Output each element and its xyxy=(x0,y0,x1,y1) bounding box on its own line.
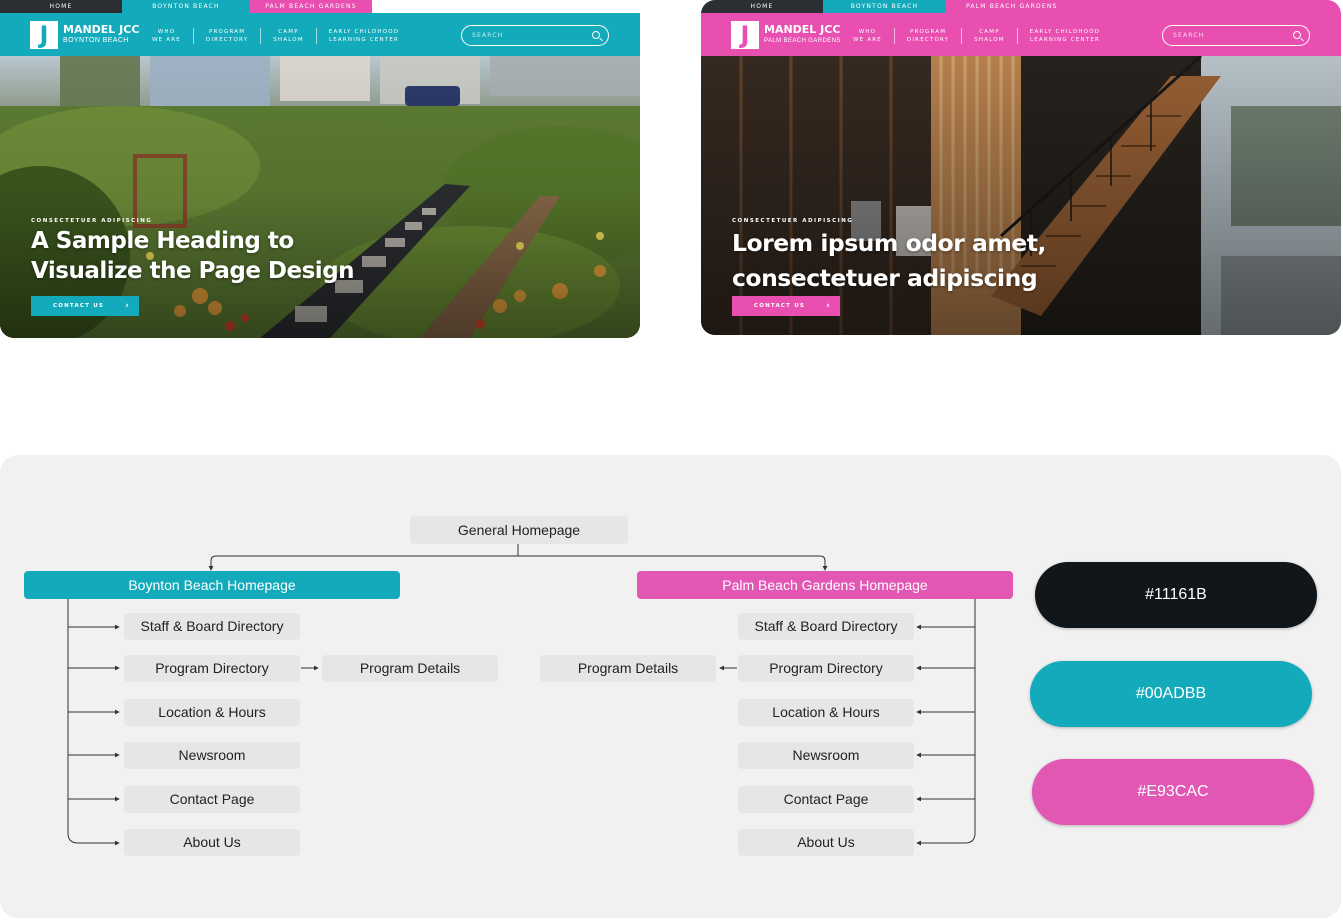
contact-us-button[interactable]: CONTACT US› xyxy=(31,296,139,316)
hero-eyebrow: CONSECTETUER ADIPISCING xyxy=(31,218,153,224)
left-newsroom-node[interactable]: Newsroom xyxy=(124,742,300,769)
palm-homepage-node[interactable]: Palm Beach Gardens Homepage xyxy=(637,571,1013,599)
tab-palm-beach-gardens[interactable]: PALM BEACH GARDENS xyxy=(946,0,1341,13)
swatch-dark: #11161B xyxy=(1035,562,1317,628)
logo-j-mark: J xyxy=(30,21,58,49)
tab-home[interactable]: HOME xyxy=(701,0,823,13)
logo-location: BOYNTON BEACH xyxy=(63,37,129,44)
hero-staircase-image xyxy=(701,54,1341,335)
search-placeholder: SEARCH xyxy=(472,32,504,39)
hero-garden-image xyxy=(0,56,640,338)
staircase-photo xyxy=(701,54,1341,335)
right-program-details-node[interactable]: Program Details xyxy=(540,655,716,682)
logo-title: MANDEL JCC xyxy=(63,23,140,36)
logo[interactable]: J MANDEL JCC PALM BEACH GARDENS xyxy=(731,21,841,49)
search-input[interactable]: SEARCH xyxy=(461,25,609,46)
left-program-directory-node[interactable]: Program Directory xyxy=(124,655,300,682)
hero-text: CONSECTETUER ADIPISCING A Sample Heading… xyxy=(31,218,355,286)
search-placeholder: SEARCH xyxy=(1173,32,1205,39)
right-staff-directory-node[interactable]: Staff & Board Directory xyxy=(738,613,914,640)
boynton-homepage-node[interactable]: Boynton Beach Homepage xyxy=(24,571,400,599)
boynton-beach-mockup: HOME BOYNTON BEACH PALM BEACH GARDENS J … xyxy=(0,0,640,338)
garden-photo xyxy=(0,56,640,338)
logo-j-mark: J xyxy=(731,21,759,49)
search-icon[interactable] xyxy=(592,31,600,39)
chevron-right-icon: › xyxy=(826,301,831,311)
hero-heading: Lorem ipsum odor amet, consectetuer adip… xyxy=(732,229,1046,292)
left-about-us-node[interactable]: About Us xyxy=(124,829,300,856)
search-input[interactable]: SEARCH xyxy=(1162,25,1310,46)
right-contact-page-node[interactable]: Contact Page xyxy=(738,786,914,813)
sitemap-panel: General Homepage Boynton Beach Homepage … xyxy=(0,455,1341,918)
swatch-teal: #00ADBB xyxy=(1030,661,1312,727)
left-contact-page-node[interactable]: Contact Page xyxy=(124,786,300,813)
top-tab-bar: HOME BOYNTON BEACH PALM BEACH GARDENS xyxy=(0,0,640,13)
sitemap-connectors xyxy=(67,544,976,846)
search-icon[interactable] xyxy=(1293,31,1301,39)
hero-eyebrow: CONSECTETUER ADIPISCING xyxy=(732,218,854,224)
logo-location: PALM BEACH GARDENS xyxy=(764,38,841,44)
tab-palm-beach-gardens[interactable]: PALM BEACH GARDENS xyxy=(250,0,372,13)
right-location-hours-node[interactable]: Location & Hours xyxy=(738,699,914,726)
palm-beach-gardens-mockup: HOME BOYNTON BEACH PALM BEACH GARDENS J … xyxy=(701,0,1341,335)
general-homepage-node[interactable]: General Homepage xyxy=(410,516,628,544)
tab-home[interactable]: HOME xyxy=(0,0,122,13)
chevron-right-icon: › xyxy=(125,301,130,311)
logo[interactable]: J MANDEL JCC BOYNTON BEACH xyxy=(30,21,139,49)
contact-us-button[interactable]: CONTACT US› xyxy=(732,296,840,316)
tab-boynton-beach[interactable]: BOYNTON BEACH xyxy=(823,0,946,13)
hero-text: CONSECTETUER ADIPISCING Lorem ipsum odor… xyxy=(732,218,1046,296)
right-about-us-node[interactable]: About Us xyxy=(738,829,914,856)
left-location-hours-node[interactable]: Location & Hours xyxy=(124,699,300,726)
right-program-directory-node[interactable]: Program Directory xyxy=(738,655,914,682)
logo-title: MANDEL JCC xyxy=(764,23,841,36)
left-program-details-node[interactable]: Program Details xyxy=(322,655,498,682)
hero-heading: A Sample Heading to Visualize the Page D… xyxy=(31,228,355,284)
top-tab-bar: HOME BOYNTON BEACH PALM BEACH GARDENS xyxy=(701,0,1341,13)
right-newsroom-node[interactable]: Newsroom xyxy=(738,742,914,769)
swatch-pink: #E93CAC xyxy=(1032,759,1314,825)
tab-boynton-beach[interactable]: BOYNTON BEACH xyxy=(122,0,250,13)
left-staff-directory-node[interactable]: Staff & Board Directory xyxy=(124,613,300,640)
